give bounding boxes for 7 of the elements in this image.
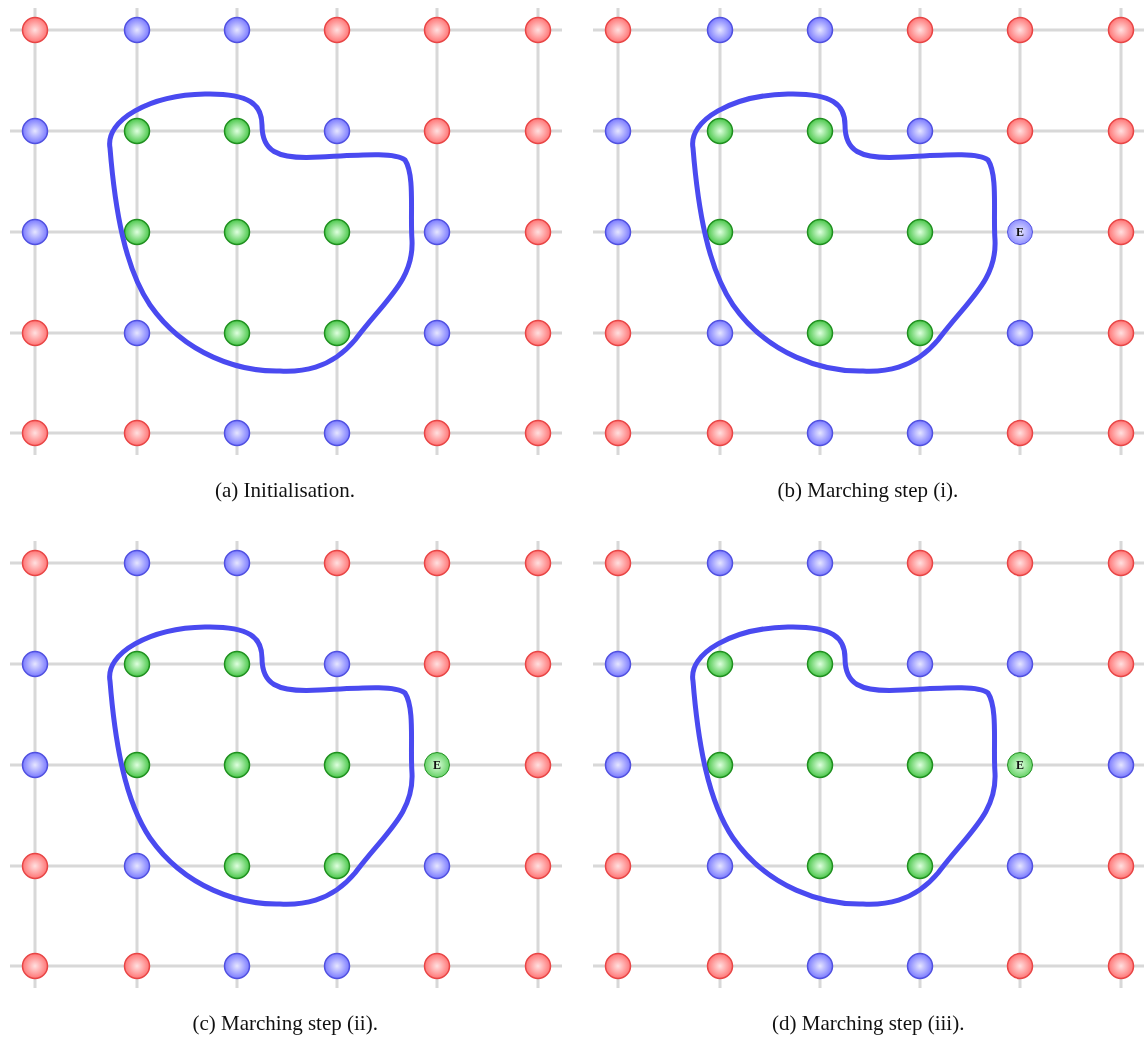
figure-caption: (c) Marching step (ii). <box>192 1011 378 1036</box>
marked-grid-point: E <box>1007 752 1033 778</box>
figure-caption: (d) Marching step (iii). <box>772 1011 965 1036</box>
figure-caption: (a) Initialisation. <box>215 478 355 503</box>
marked-grid-point: E <box>1007 219 1033 245</box>
marked-grid-point: E <box>424 752 450 778</box>
figure-caption: (b) Marching step (i). <box>777 478 959 503</box>
